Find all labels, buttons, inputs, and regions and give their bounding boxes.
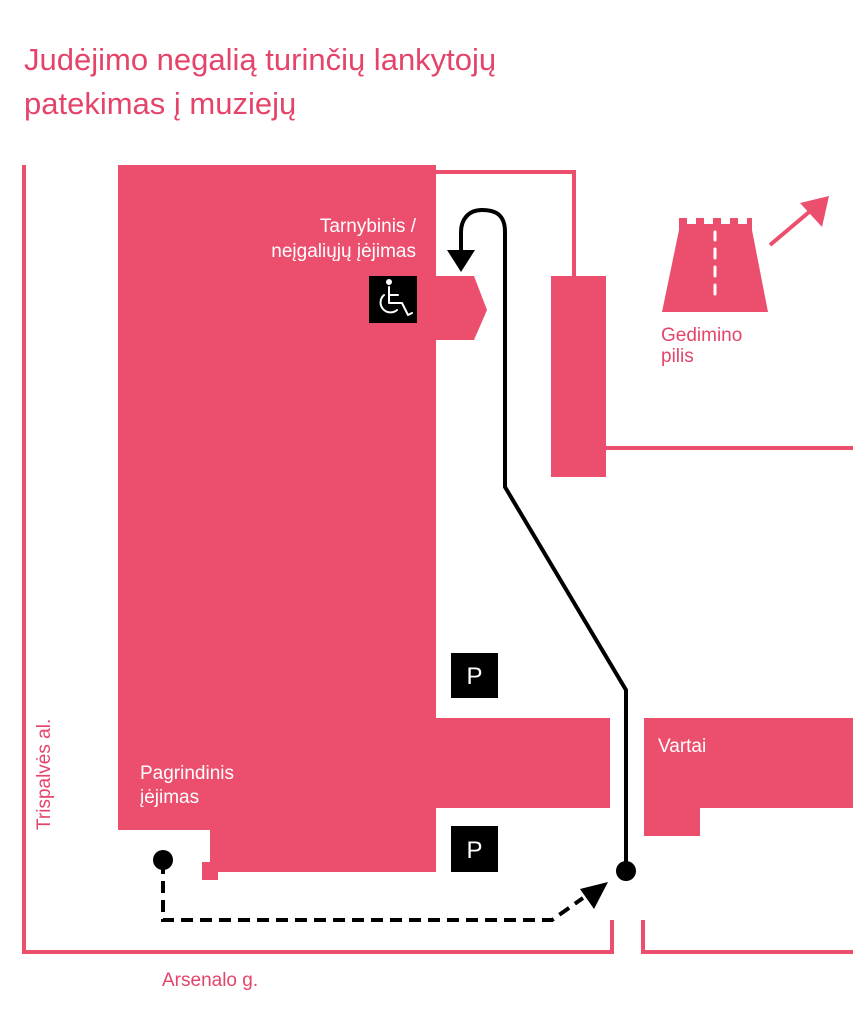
castle-label-1: Gedimino [661,325,742,346]
title-line-1: Judėjimo negalią turinčių lankytojų [24,42,497,77]
street-left-label: Trispalvės al. [34,719,55,830]
main-entrance-dot [153,850,173,870]
boundary-left-bottom [22,165,614,954]
service-entrance-label-1: Tarnybinis / [320,216,417,237]
accessible-route [459,208,628,872]
dashed-route-arrowhead [580,882,608,909]
dashed-route [161,862,585,922]
parking-upper-text: P [466,663,482,690]
route-arrowhead-down [447,250,475,272]
castle-tower-icon [662,218,768,312]
service-entrance-label-2: neįgaliųjų įėjimas [271,241,416,262]
adjacent-building [551,276,606,477]
main-entrance-label-2: įėjimas [140,787,199,808]
gate-label: Vartai [658,736,706,757]
diagonal-arrow-icon [768,196,829,247]
museum-building [118,165,610,880]
parking-sign-lower: P [451,826,498,872]
street-bottom-label: Arsenalo g. [162,970,258,991]
main-entrance-label-1: Pagrindinis [140,763,234,784]
route-start-dot [616,861,636,881]
boundary-top-right [436,170,576,276]
title-line-2: patekimas į muziejų [24,86,297,121]
gate-building [644,718,853,836]
boundary-bottom-right [641,920,853,954]
wheelchair-icon [369,276,417,323]
page-title: Judėjimo negalią turinčių lankytojų pate… [24,38,824,126]
parking-lower-text: P [466,837,482,864]
parking-sign-upper: P [451,653,498,698]
site-boundary [22,165,853,954]
castle-label-2: pilis [661,346,694,367]
